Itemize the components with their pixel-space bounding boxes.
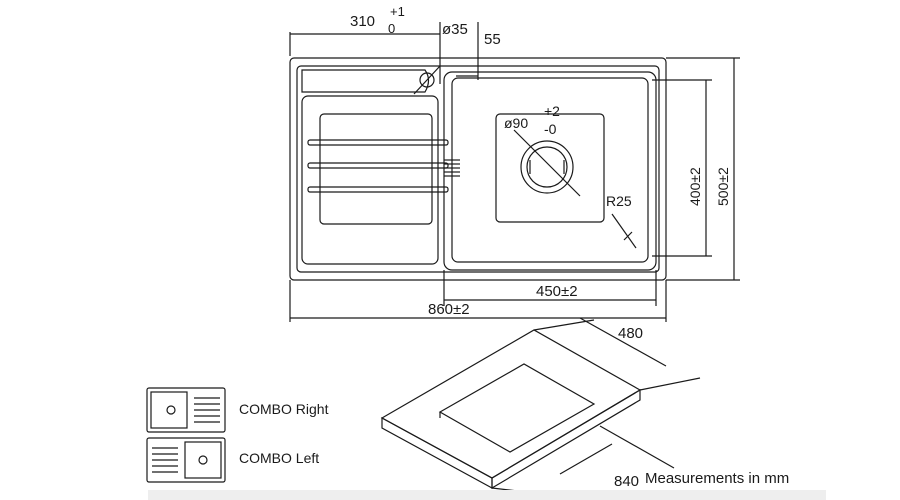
tap-hole [419, 72, 435, 88]
bowl-inner [451, 77, 649, 263]
dim-waste: ø90 [504, 115, 528, 131]
combo-right-label: COMBO Right [239, 401, 329, 417]
dim-drainer-tol-plus: +1 [390, 4, 405, 19]
drainer-area [301, 69, 430, 93]
dim-bowl-width: 450±2 [536, 283, 578, 300]
dim-waste-tol-minus: -0 [544, 121, 557, 137]
drainer-inner [319, 113, 433, 225]
dim-tap-hole: ø35 [442, 21, 468, 38]
bowl-floor [495, 113, 605, 223]
combo-right-icon [146, 387, 226, 433]
drainer-rib [307, 186, 449, 193]
bowl-outer [443, 71, 657, 271]
dim-cutout-width: 840 [614, 473, 639, 490]
drainer-rib [307, 139, 449, 146]
drainer-board [301, 95, 439, 265]
measurements-note: Measurements in mm [645, 470, 790, 487]
countertop-front [381, 416, 493, 490]
drainer-rib [307, 162, 449, 169]
dim-cutout-depth: 480 [618, 325, 643, 342]
dim-overall-width: 860±2 [428, 301, 470, 318]
countertop-cutout [438, 363, 596, 453]
dim-waste-tol-plus: +2 [544, 103, 560, 119]
dim-overall-depth: 500±2 [715, 167, 731, 206]
footer-bar [148, 490, 826, 500]
dim-bowl-depth: 400±2 [687, 167, 703, 206]
dim-radius: R25 [606, 193, 632, 209]
countertop-top [380, 329, 642, 479]
combo-left-label: COMBO Left [239, 450, 320, 466]
combo-left-icon [146, 437, 226, 483]
dim-edge-offset: 55 [484, 31, 501, 48]
sink-outline [289, 57, 667, 281]
countertop-side [491, 388, 641, 490]
sink-rim [296, 65, 660, 273]
dim-drainer-offset: 310 [350, 13, 375, 30]
dim-drainer-tol-minus: 0 [388, 21, 395, 36]
waste-outlet [520, 140, 574, 194]
